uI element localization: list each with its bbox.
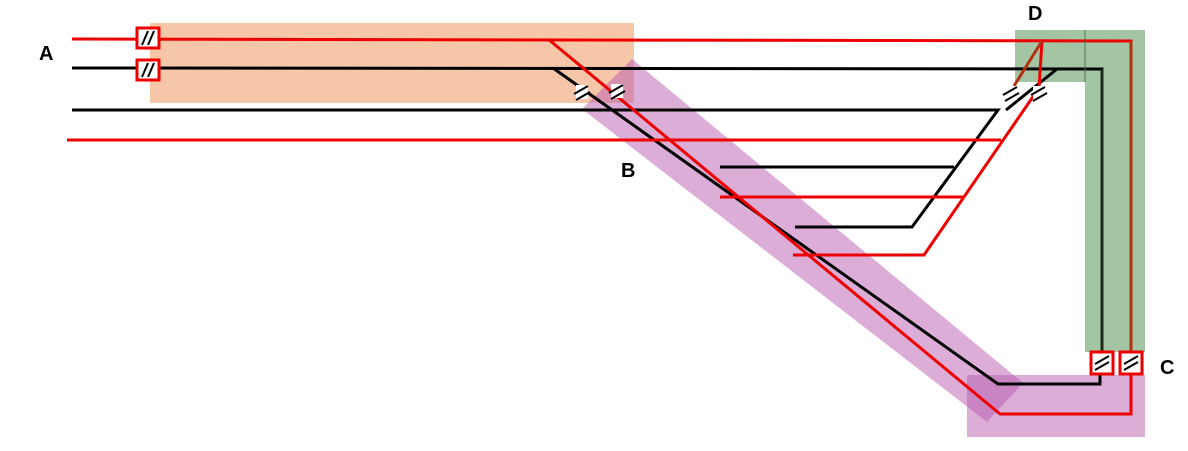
dark-red-branch-d	[1012, 40, 1044, 87]
zone-c-label: C	[1160, 357, 1174, 379]
main-line-lower-black	[72, 108, 1001, 229]
insulated-joint-boxed-icon	[135, 58, 161, 82]
zone-d-label: D	[1028, 3, 1042, 25]
insulated-joint-icon	[1030, 86, 1048, 102]
branch-red-d	[793, 40, 1044, 257]
green-zone-overlays	[1012, 30, 1133, 352]
insulated-joint-icon	[608, 84, 626, 100]
insulated-joint-boxed-icon	[1089, 350, 1115, 376]
zones	[150, 23, 1145, 437]
open-joints	[573, 84, 1048, 102]
zone-a-label: A	[39, 43, 53, 65]
zone-b-highlight	[582, 59, 1023, 422]
insulated-joint-icon	[1002, 86, 1020, 102]
diagonal-red	[547, 37, 1133, 416]
insulated-joint-boxed-icon	[135, 26, 161, 50]
zone-a-highlight	[150, 23, 634, 103]
insulated-joint-icon	[573, 85, 591, 101]
insulated-joint-boxed-icon	[1118, 350, 1144, 376]
boxed-joints	[135, 26, 1144, 376]
zone-d-highlight-vertical	[1085, 30, 1145, 352]
branch-black-d	[1005, 67, 1058, 112]
zone-b-label: B	[621, 160, 635, 182]
